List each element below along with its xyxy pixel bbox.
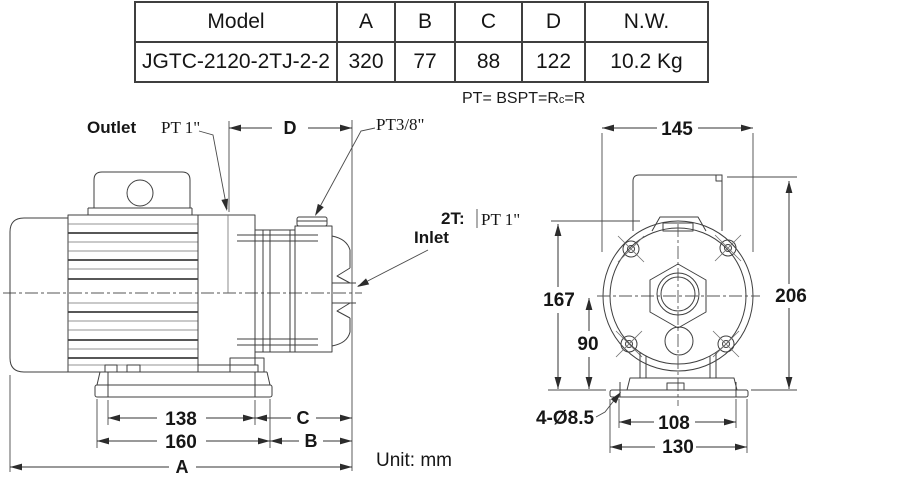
- inlet-port-outer: [656, 272, 700, 316]
- thread-note-subscript: c: [558, 94, 565, 106]
- dim-167-label: 167: [543, 290, 575, 311]
- cell-model: JGTC-2120-2TJ-2-2: [134, 41, 338, 83]
- inlet-thread-symbol-upper: [336, 267, 351, 284]
- dim-b-label: B: [305, 431, 318, 451]
- leader-outlet: Outlet PT 1": [87, 118, 231, 212]
- cell-d: 122: [521, 41, 586, 83]
- cell-nw: 10.2 Kg: [584, 41, 709, 83]
- outlet-thread-label: PT 1": [161, 118, 200, 137]
- thread-note-prefix: PT= BSPT=R: [462, 90, 559, 107]
- callout-mount-holes: 4-Ø8.5: [536, 389, 624, 429]
- bolt-bottom-right: [712, 330, 740, 358]
- inlet-label: Inlet: [414, 228, 449, 247]
- dim-108-label: 108: [658, 413, 690, 434]
- spec-table-header-row: Model A B C D N.W.: [134, 1, 709, 43]
- dim-130-label: 130: [662, 437, 694, 458]
- dim-d: D: [228, 118, 353, 471]
- col-header-c: C: [454, 1, 523, 43]
- col-header-b: B: [394, 1, 456, 43]
- plug-thread-label: PT3/8": [376, 115, 425, 134]
- motor-body: [67, 214, 199, 373]
- terminal-box-front: [632, 174, 723, 231]
- bolt-bottom-left: [615, 330, 643, 358]
- dim-90: 90: [577, 298, 599, 389]
- col-header-a: A: [336, 1, 396, 43]
- motor-end-cap: [9, 217, 68, 373]
- dim-206-label: 206: [775, 286, 807, 307]
- dim-160-b: 160 B: [96, 399, 352, 453]
- dim-d-label: D: [284, 118, 297, 138]
- dim-160-label: 160: [165, 432, 197, 453]
- dim-138-c: 138 C: [107, 400, 352, 430]
- pump-stages: [237, 229, 318, 353]
- leader-plug: PT3/8": [312, 115, 425, 218]
- dim-145-label: 145: [661, 119, 693, 140]
- tie-rods: [237, 234, 318, 346]
- pump-head: [294, 216, 356, 353]
- col-header-nw: N.W.: [584, 1, 709, 43]
- dim-c-label: C: [297, 408, 310, 428]
- drain-boss: [664, 326, 694, 356]
- bolt-top-right: [714, 234, 742, 262]
- side-view: Outlet PT 1" PT3/8" Inlet 2T: PT 1": [3, 115, 520, 477]
- stage-count-note: 2T: PT 1": [441, 209, 520, 229]
- dim-a: A: [9, 375, 352, 477]
- spec-table-data-row: JGTC-2120-2TJ-2-2 320 77 88 122 10.2 Kg: [134, 41, 709, 83]
- col-header-model: Model: [134, 1, 338, 43]
- dim-108: 108: [618, 399, 737, 434]
- stage-thread-label: PT 1": [481, 210, 520, 229]
- dim-167: 167: [543, 220, 640, 391]
- inlet-hex-boss: [649, 263, 707, 329]
- dim-90-label: 90: [577, 334, 598, 355]
- stage-count-label: 2T:: [441, 209, 465, 228]
- outlet-label: Outlet: [87, 118, 136, 137]
- cell-a: 320: [336, 41, 396, 83]
- motor-foot-rear: [126, 364, 141, 373]
- front-view: 145 206 167: [536, 119, 807, 458]
- mount-holes-label: 4-Ø8.5: [536, 408, 595, 429]
- cell-c: 88: [454, 41, 523, 83]
- dim-206: 206: [727, 176, 807, 391]
- bolt-top-left: [617, 235, 645, 263]
- thread-note-suffix: =R: [564, 90, 586, 107]
- dim-145: 145: [601, 119, 754, 252]
- unit-note: Unit: mm: [376, 450, 452, 471]
- inlet-port-inner: [660, 276, 696, 312]
- thread-equivalence-note: PT= BSPT=Rc=R: [462, 90, 585, 108]
- dim-130: 130: [609, 399, 748, 458]
- spec-table: Model A B C D N.W. JGTC-2120-2TJ-2-2 320…: [134, 1, 709, 83]
- leader-inlet: Inlet: [355, 228, 449, 291]
- dim-138-label: 138: [165, 409, 197, 430]
- dim-a-label: A: [176, 457, 189, 477]
- inlet-thread-symbol-lower: [336, 302, 351, 319]
- cell-b: 77: [394, 41, 456, 83]
- cooling-fins: [68, 223, 198, 366]
- base-foot-side: [94, 371, 273, 398]
- casing-bolts: [615, 234, 742, 358]
- col-header-d: D: [521, 1, 586, 43]
- base-foot-front: [609, 352, 749, 398]
- cable-gland-hole: [126, 179, 154, 207]
- pump-bracket: [197, 214, 265, 373]
- motor-foot-front: [104, 364, 118, 373]
- terminal-box-side: [87, 171, 193, 216]
